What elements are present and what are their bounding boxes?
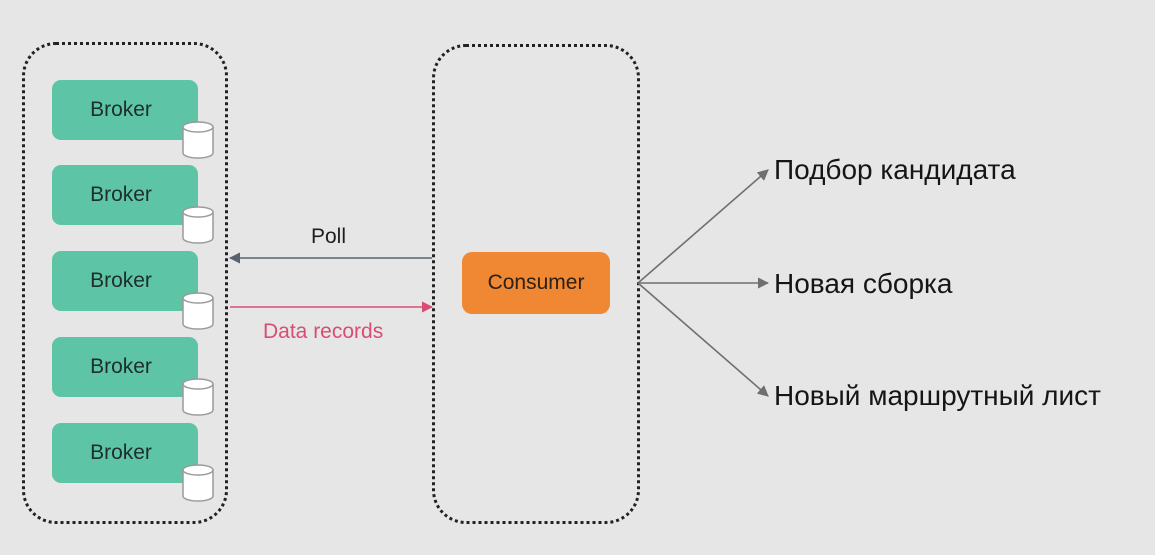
destination-label: Новый маршрутный лист bbox=[774, 380, 1101, 411]
broker-box: Broker bbox=[52, 251, 198, 311]
destination-label: Новая сборка bbox=[774, 268, 953, 299]
poll-label: Poll bbox=[311, 225, 347, 248]
output-arrow-1 bbox=[637, 169, 769, 284]
destination-label: Подбор кандидата bbox=[774, 154, 1016, 185]
database-icon bbox=[182, 464, 214, 502]
database-icon bbox=[182, 378, 214, 416]
broker-label: Broker bbox=[90, 98, 152, 121]
database-icon bbox=[182, 206, 214, 244]
broker-box: Broker bbox=[52, 80, 198, 140]
broker-box: Broker bbox=[52, 165, 198, 225]
broker-cluster-boundary bbox=[22, 42, 228, 524]
consumer-box: Consumer bbox=[462, 252, 610, 314]
broker-box: Broker bbox=[52, 337, 198, 397]
output-arrow-3 bbox=[637, 282, 769, 397]
database-icon bbox=[182, 292, 214, 330]
broker-label: Broker bbox=[90, 441, 152, 464]
database-icon bbox=[182, 121, 214, 159]
consumer-label: Consumer bbox=[487, 271, 585, 294]
data-records-label: Data records bbox=[263, 320, 384, 343]
broker-label: Broker bbox=[90, 183, 152, 206]
broker-label: Broker bbox=[90, 269, 152, 292]
broker-label: Broker bbox=[90, 355, 152, 378]
broker-box: Broker bbox=[52, 423, 198, 483]
